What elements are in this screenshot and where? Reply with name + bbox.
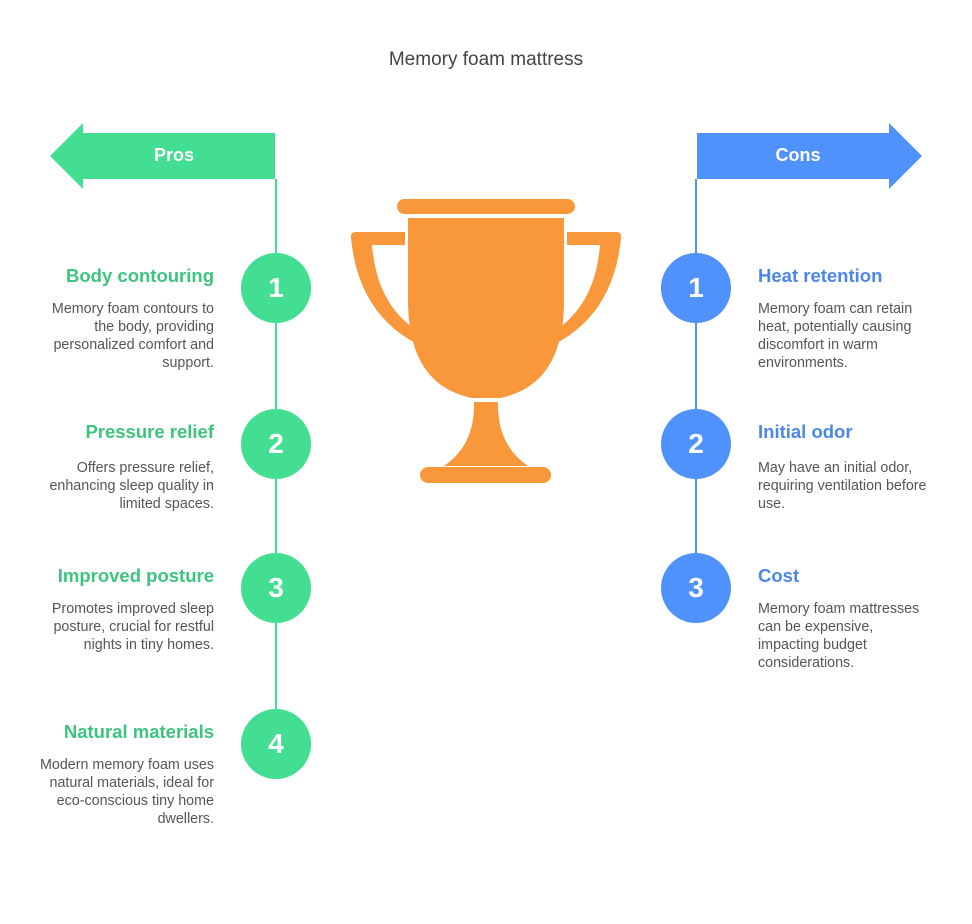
pros-label: Pros (153, 145, 195, 165)
pros-item-title: Natural materials (63, 721, 214, 742)
pros-arrow-banner (50, 123, 275, 189)
pros-item-desc: Promotes improved sleep posture, crucial… (51, 601, 214, 653)
pros-number-badge: 4 (241, 709, 311, 779)
pros-item-desc: Offers pressure relief, enhancing sleep … (49, 460, 214, 512)
pros-number-badge: 1 (241, 253, 311, 323)
cons-arrow-banner (697, 123, 922, 189)
cons-item-desc: Memory foam can retain heat, potentially… (758, 301, 913, 371)
cons-item-title: Initial odor (758, 421, 853, 442)
pros-number-badge: 3 (241, 553, 311, 623)
pros-number-badge: 2 (241, 409, 311, 479)
cons-number-badge: 2 (661, 409, 731, 479)
pros-item-title: Improved posture (57, 565, 214, 586)
pros-item-desc: Modern memory foam uses natural material… (39, 757, 214, 827)
diagram-title: Memory foam mattress (388, 49, 584, 70)
pros-item-title: Body contouring (66, 265, 214, 286)
cons-item-desc: Memory foam mattresses can be expensive,… (758, 601, 920, 671)
cons-number-badge: 3 (661, 553, 731, 623)
trophy-icon (350, 199, 622, 483)
pros-item-title: Pressure relief (85, 421, 214, 442)
cons-item-title: Cost (758, 565, 800, 586)
cons-item-desc: May have an initial odor, requiring vent… (758, 460, 927, 512)
pros-item-desc: Memory foam contours to the body, provid… (51, 301, 214, 371)
cons-item-title: Heat retention (758, 265, 883, 286)
cons-label: Cons (775, 145, 821, 165)
cons-number-badge: 1 (661, 253, 731, 323)
cons-connector-line (695, 179, 697, 589)
